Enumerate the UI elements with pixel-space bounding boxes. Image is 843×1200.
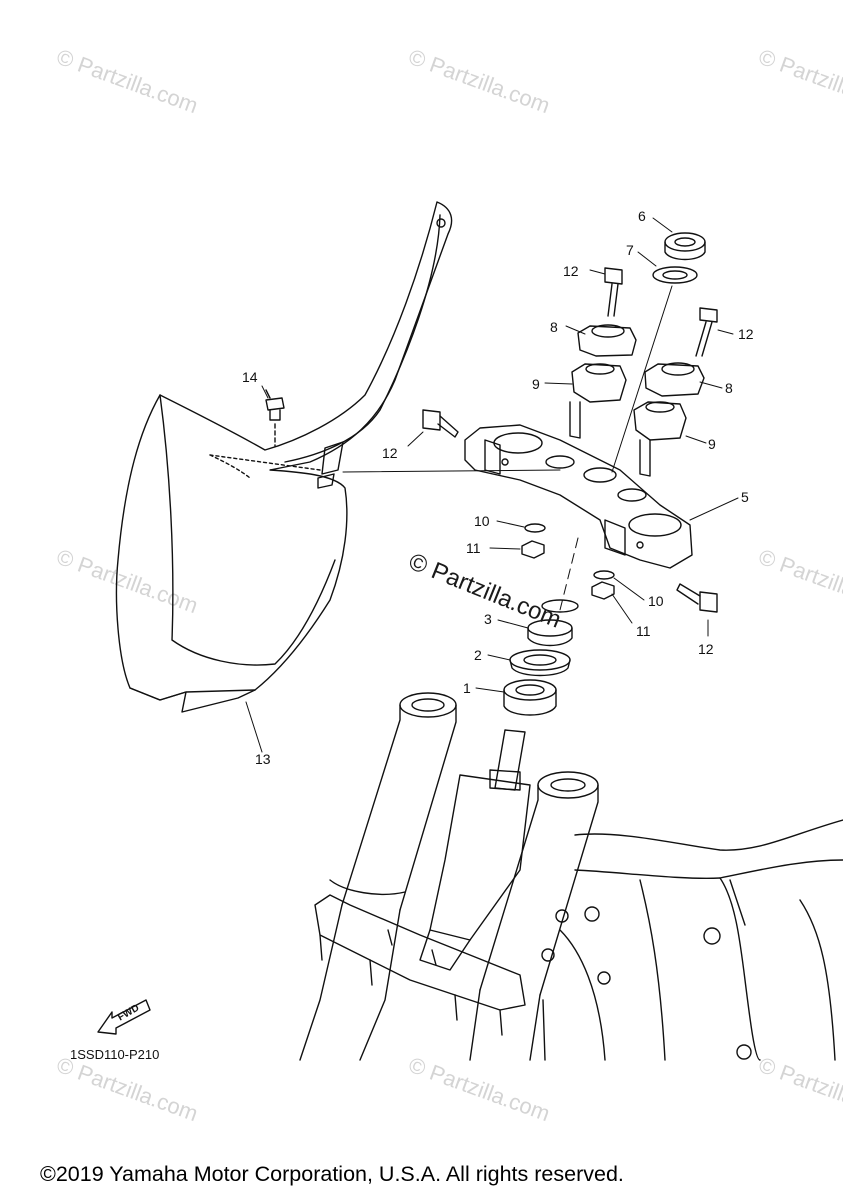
left-fork-tube — [299, 692, 457, 1061]
diagram-code: 1SSD110-P210 — [70, 1047, 160, 1062]
fwd-arrow-icon — [97, 999, 151, 1035]
washer-10-right — [593, 570, 615, 580]
callout-10-left: 10 — [474, 513, 490, 529]
bolt-14 — [265, 389, 285, 447]
callout-1: 1 — [463, 680, 471, 696]
callout-12-side-right: 12 — [698, 641, 714, 657]
right-fork-tube — [469, 771, 599, 1061]
callout-12-top-left: 12 — [563, 263, 579, 279]
callout-leaders — [245, 217, 739, 753]
callout-2: 2 — [474, 647, 482, 663]
lower-triple-clamp — [314, 894, 526, 1036]
callout-6: 6 — [638, 208, 646, 224]
nut-11-left — [521, 540, 545, 559]
callout-11-right: 11 — [636, 623, 651, 639]
clamp-bolt-left — [422, 409, 459, 438]
steering-stem — [419, 729, 531, 971]
callout-9-left: 9 — [532, 376, 540, 392]
callout-14: 14 — [242, 369, 258, 385]
washer-under-bracket — [541, 599, 579, 613]
bearing-cover-2 — [509, 649, 571, 677]
callout-11-left: 11 — [466, 540, 481, 556]
washer-10-left — [524, 523, 546, 533]
callout-9-right: 9 — [708, 436, 716, 452]
callout-5: 5 — [741, 489, 749, 505]
nut-11-right — [591, 581, 615, 600]
callout-8-right: 8 — [725, 380, 733, 396]
copyright-notice: ©2019 Yamaha Motor Corporation, U.S.A. A… — [40, 1162, 624, 1186]
riser-set-right — [633, 307, 718, 477]
callout-12-top-right: 12 — [738, 326, 754, 342]
bearing-1 — [503, 679, 557, 716]
number-plate — [115, 201, 453, 713]
callout-3: 3 — [484, 611, 492, 627]
riser-set-left — [569, 267, 637, 439]
callout-7: 7 — [626, 242, 634, 258]
upper-bracket — [464, 424, 693, 569]
callout-8-left: 8 — [550, 319, 558, 335]
callout-12-side-left: 12 — [382, 445, 398, 461]
clamp-bolt-right — [676, 583, 718, 613]
callout-10-right: 10 — [648, 593, 664, 609]
frame — [541, 819, 843, 1061]
washer-7 — [652, 266, 698, 284]
steering-nut — [664, 232, 706, 261]
callout-13: 13 — [255, 751, 271, 767]
